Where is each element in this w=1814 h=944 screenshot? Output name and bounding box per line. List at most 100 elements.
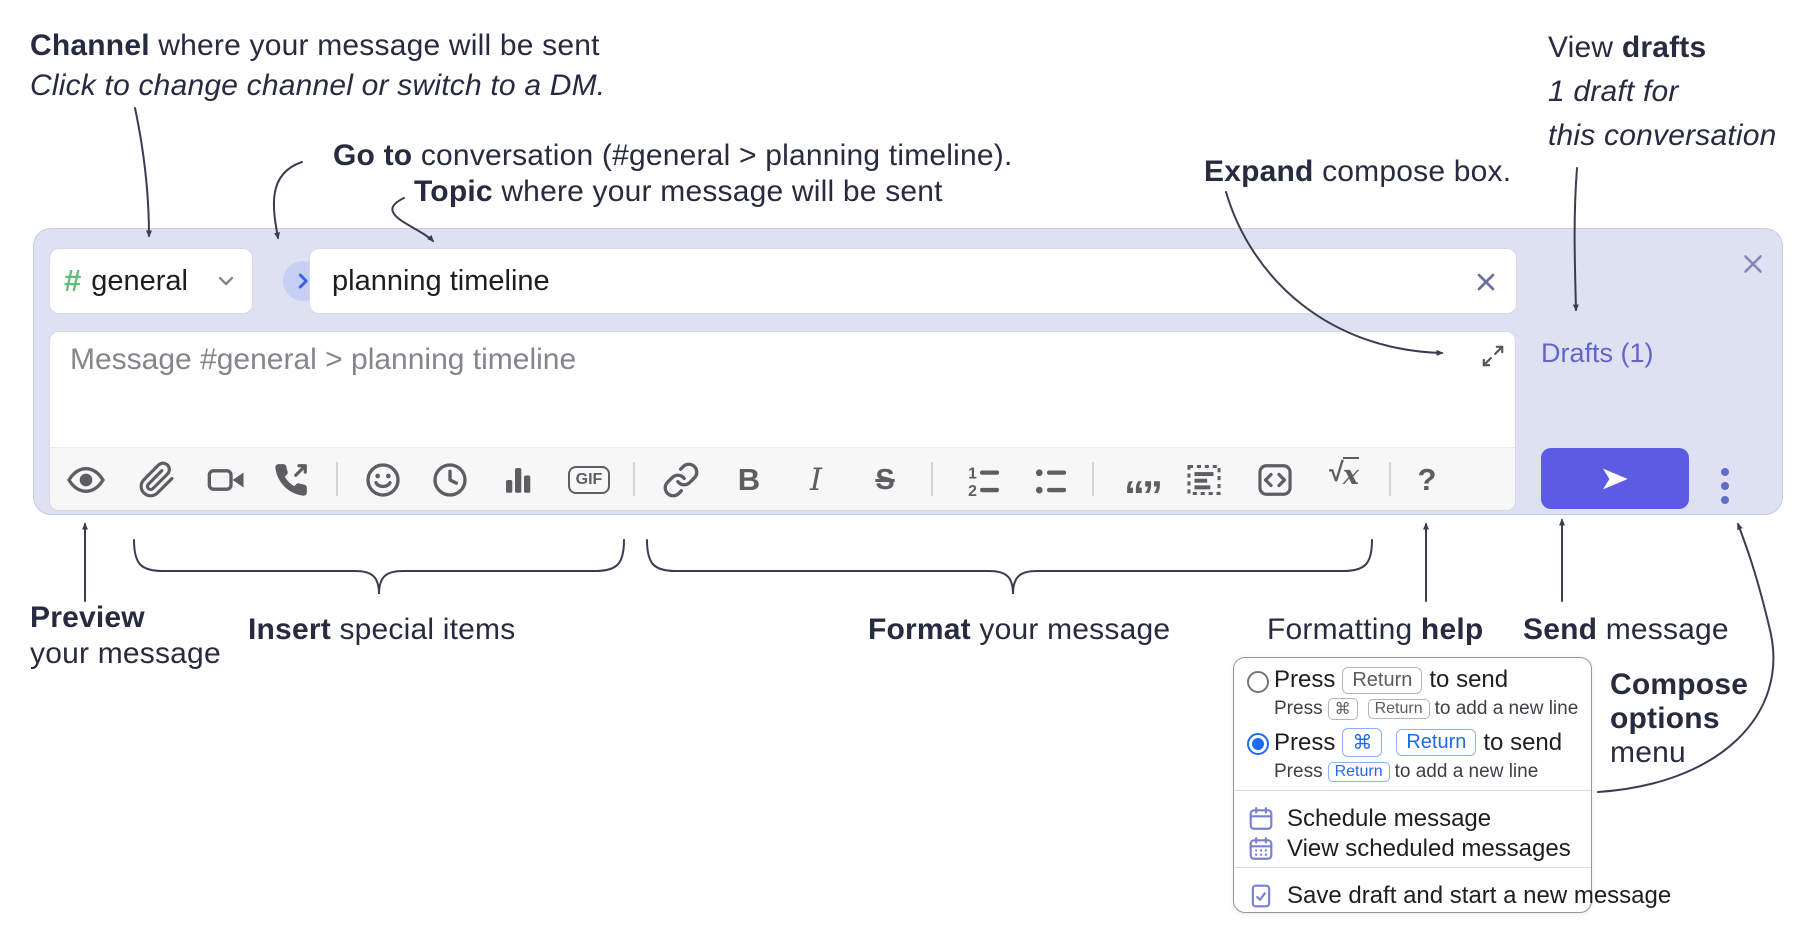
blockquote-icon[interactable]: “”: [1124, 472, 1163, 519]
format-annotation-bold: Format: [868, 613, 971, 646]
gif-icon[interactable]: GIF: [566, 457, 612, 503]
channel-annotation: Channel where your message will be sent …: [30, 26, 605, 106]
bulleted-list-icon[interactable]: [1028, 457, 1074, 503]
drafts-link[interactable]: Drafts (1): [1541, 338, 1654, 368]
return-keycap-blue: Return: [1396, 729, 1477, 756]
topic-annotation-bold: Topic: [414, 175, 493, 208]
toolbar-divider: [931, 462, 933, 496]
compose-options-annotation: Compose options menu: [1610, 668, 1748, 770]
clear-topic-icon[interactable]: [1471, 267, 1501, 297]
send-plane-icon: [1597, 463, 1633, 495]
call-icon[interactable]: [268, 457, 314, 503]
compose-options-menu: Press Return to send Press ⌘ Return to a…: [1233, 657, 1671, 913]
drafts-annotation-bold: drafts: [1621, 31, 1707, 64]
expand-icon[interactable]: [1479, 342, 1507, 370]
formatting-help-annotation-pre: Formatting: [1267, 613, 1421, 646]
option2-suffix: to send: [1483, 728, 1563, 756]
attachment-icon[interactable]: [134, 457, 180, 503]
option2-sub-suffix: to add a new line: [1394, 761, 1539, 782]
video-icon[interactable]: [203, 457, 249, 503]
return-keycap: Return: [1367, 699, 1430, 719]
goto-annotation-bold: Go to: [333, 139, 413, 172]
topic-annotation-rest: where your message will be sent: [492, 175, 943, 208]
drafts-annotation-line3: this conversation: [1548, 119, 1777, 152]
insert-annotation-rest: special items: [330, 613, 516, 646]
toolbar-divider: [633, 462, 635, 496]
option1-sub-press: Press: [1274, 698, 1323, 719]
channel-name: general: [91, 264, 188, 297]
arrow-channel: [134, 107, 152, 238]
formatting-help-annotation: Formatting help: [1267, 610, 1483, 650]
emoji-icon[interactable]: [360, 457, 406, 503]
message-placeholder: Message #general > planning timeline: [70, 343, 577, 376]
insert-annotation: Insert special items: [248, 610, 515, 650]
dot: [1721, 496, 1729, 504]
radio-return-to-send[interactable]: [1247, 671, 1269, 693]
menu-item-schedule-message[interactable]: Schedule message: [1248, 804, 1491, 834]
preview-annotation-line2: your message: [30, 637, 221, 670]
send-annotation-bold: Send: [1523, 613, 1598, 646]
formatting-help-icon[interactable]: ?: [1417, 462, 1437, 497]
italic-icon[interactable]: I: [809, 462, 823, 498]
goto-annotation: Go to conversation (#general > planning …: [333, 136, 1013, 176]
channel-selector[interactable]: # general: [49, 248, 253, 314]
option1-sub-suffix: to add a new line: [1434, 698, 1579, 719]
draft-check-icon: [1251, 884, 1271, 908]
menu-item-save-draft[interactable]: Save draft and start a new message: [1248, 881, 1671, 911]
code-snippet-icon[interactable]: [1181, 457, 1227, 503]
strikethrough-icon[interactable]: S: [875, 463, 895, 496]
drafts-annotation-pre: View: [1548, 31, 1622, 64]
expand-annotation-rest: compose box.: [1313, 155, 1512, 188]
preview-icon[interactable]: [63, 457, 109, 503]
code-block-icon[interactable]: [1252, 457, 1298, 503]
message-input[interactable]: Message #general > planning timeline: [49, 331, 1516, 517]
topic-annotation: Topic where your message will be sent: [414, 172, 943, 212]
bold-icon[interactable]: B: [737, 462, 761, 497]
option1-suffix: to send: [1429, 666, 1509, 693]
option2-sub-press: Press: [1274, 761, 1323, 782]
link-icon[interactable]: [658, 457, 704, 503]
gif-icon-label: GIF: [567, 466, 611, 494]
option1-subtext: Press ⌘ Return to add a new line: [1274, 698, 1578, 720]
menu-item-view-scheduled[interactable]: View scheduled messages: [1248, 834, 1571, 864]
cmd-keycap-blue: ⌘: [1342, 728, 1383, 757]
math-formula-icon[interactable]: √x: [1321, 457, 1367, 503]
compose-options-annotation-l2: options: [1610, 702, 1720, 735]
option2-subtext: Press Return to add a new line: [1274, 761, 1538, 783]
preview-annotation-bold: Preview: [30, 601, 145, 634]
cmd-keycap: ⌘: [1327, 698, 1358, 720]
poll-chart-icon[interactable]: [495, 457, 541, 503]
arrow-goto: [272, 161, 303, 240]
option-return-to-send[interactable]: Press Return to send: [1274, 666, 1508, 694]
send-button[interactable]: [1541, 448, 1689, 509]
radio-cmd-return-to-send[interactable]: [1247, 733, 1269, 755]
toolbar-divider: [1092, 462, 1094, 496]
menu-item-label: Schedule message: [1287, 805, 1492, 832]
toolbar-divider: [1389, 462, 1391, 496]
sqrt-x-glyph: x: [1342, 457, 1359, 491]
format-annotation: Format your message: [868, 610, 1170, 650]
option1-press: Press: [1274, 666, 1336, 693]
option-cmd-return-to-send[interactable]: Press ⌘ Return to send: [1274, 728, 1562, 757]
goto-annotation-rest: conversation (#general > planning timeli…: [412, 139, 1013, 172]
brace-insert: [133, 539, 625, 595]
topic-input[interactable]: [310, 249, 1516, 313]
send-annotation: Send message: [1523, 610, 1729, 650]
close-icon[interactable]: [1737, 248, 1769, 280]
chevron-right-icon: [290, 268, 316, 294]
toolbar-divider: [336, 462, 338, 496]
calendar-list-icon: [1249, 837, 1273, 860]
topic-field: [309, 248, 1517, 314]
compose-options-annotation-l1: Compose: [1610, 668, 1749, 701]
drafts-annotation: View drafts 1 draft for this conversatio…: [1548, 26, 1777, 158]
compose-options-annotation-l3: menu: [1610, 736, 1686, 769]
clock-icon[interactable]: [427, 457, 473, 503]
dot: [1721, 468, 1729, 476]
chevron-down-icon: [214, 269, 238, 293]
compose-options-button[interactable]: [1712, 455, 1738, 517]
format-annotation-rest: your message: [970, 613, 1171, 646]
svg-text:1: 1: [968, 465, 977, 482]
channel-annotation-italic: Click to change channel or switch to a D…: [30, 69, 606, 102]
